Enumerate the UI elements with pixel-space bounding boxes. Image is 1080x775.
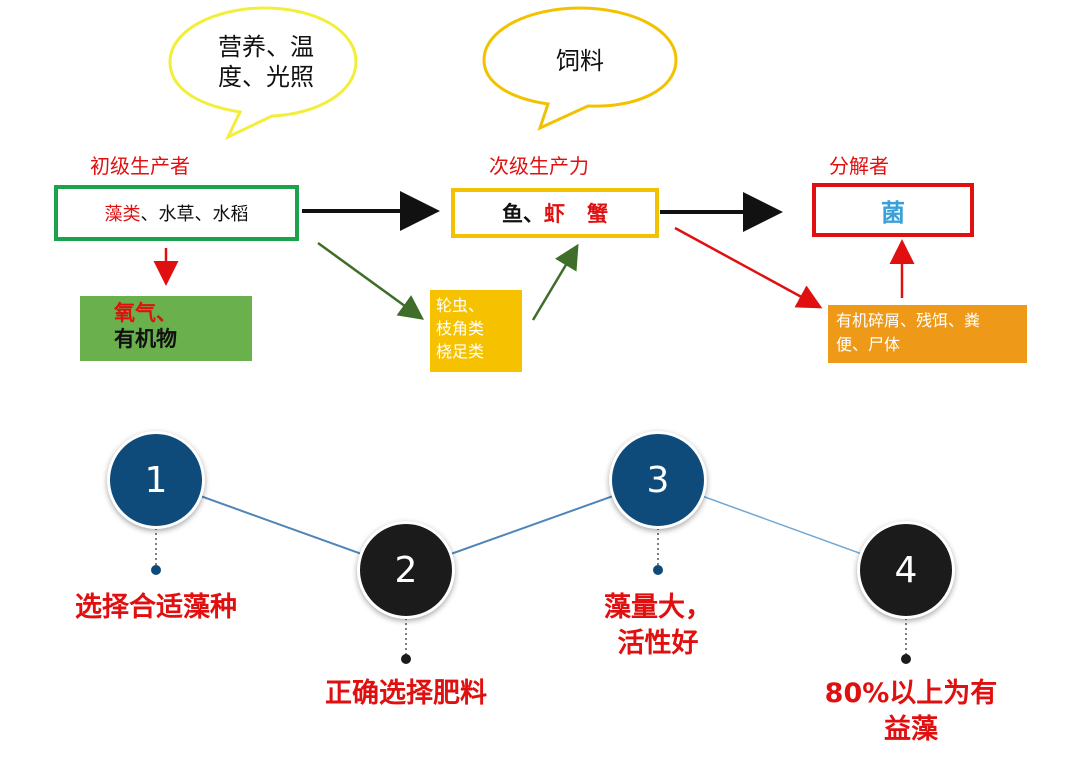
arrow-primary-to-zooplankton <box>317 241 425 320</box>
oxygen-organic-box: 氧气、 有机物 <box>80 296 252 361</box>
step-dot-3 <box>653 565 663 575</box>
speech-bubble-feed <box>482 6 678 131</box>
header-decomposer: 分解者 <box>829 154 889 178</box>
step-label-2: 正确选择肥料 <box>325 678 487 709</box>
step-label-4-line1: 80%以上为有 <box>824 678 998 709</box>
step-label-4-line2: 益藻 <box>884 714 938 745</box>
step-label-3: 藻量大， 活性好 <box>578 590 738 662</box>
zooplankton-cladocera: 枝角类 <box>436 319 485 338</box>
step-circle-2: 2 <box>357 521 455 619</box>
step-label-3-line2: 活性好 <box>617 628 699 659</box>
step-circle-3: 3 <box>609 431 707 529</box>
secondary-crab: 蟹 <box>587 202 608 226</box>
organic-matter-label: 有机物 <box>114 327 177 351</box>
header-primary-producer: 初级生产者 <box>90 154 190 178</box>
step-label-3-line1: 藻量大， <box>604 592 712 623</box>
speech-bubble-nutrition <box>168 6 358 141</box>
step-label-1: 选择合适藻种 <box>75 592 237 623</box>
bubble-nutrition-line1: 营养、温 <box>218 33 314 61</box>
zooplankton-copepod: 桡足类 <box>436 342 485 361</box>
decomposer-bacteria: 菌 <box>881 198 905 227</box>
arrow-zooplankton-to-secondary <box>531 243 579 321</box>
step-dot-1 <box>151 565 161 575</box>
debris-line1: 有机碎屑、残饵、粪 <box>836 311 981 330</box>
secondary-shrimp: 虾 <box>544 202 565 226</box>
bubble-nutrition-text: 营养、温 度、光照 <box>196 32 336 92</box>
arrow-secondary-to-debris <box>674 226 823 309</box>
oxygen-label: 氧气、 <box>114 301 177 325</box>
step-label-4: 80%以上为有 益藻 <box>806 676 1016 748</box>
bubble-nutrition-line2: 度、光照 <box>218 63 314 91</box>
primary-producer-others: 、水草、水稻 <box>140 204 249 225</box>
step-dot-4 <box>901 654 911 664</box>
bubble-feed-text: 饲料 <box>556 47 604 75</box>
primary-producer-algae: 藻类 <box>104 204 141 225</box>
debris-line2: 便、尸体 <box>836 335 901 354</box>
secondary-fish: 鱼、 <box>502 202 544 226</box>
zooplankton-box: 轮虫、 枝角类 桡足类 <box>430 290 522 372</box>
primary-producer-box: 藻类、水草、水稻 <box>54 185 299 241</box>
zooplankton-rotifer: 轮虫、 <box>436 296 485 315</box>
organic-debris-box: 有机碎屑、残饵、粪 便、尸体 <box>828 305 1027 363</box>
header-secondary-production: 次级生产力 <box>489 154 589 178</box>
secondary-production-box: 鱼、虾蟹 <box>451 188 659 238</box>
decomposer-box: 菌 <box>812 183 974 237</box>
step-circle-1: 1 <box>107 431 205 529</box>
step-circle-4: 4 <box>857 521 955 619</box>
step-dot-2 <box>401 654 411 664</box>
